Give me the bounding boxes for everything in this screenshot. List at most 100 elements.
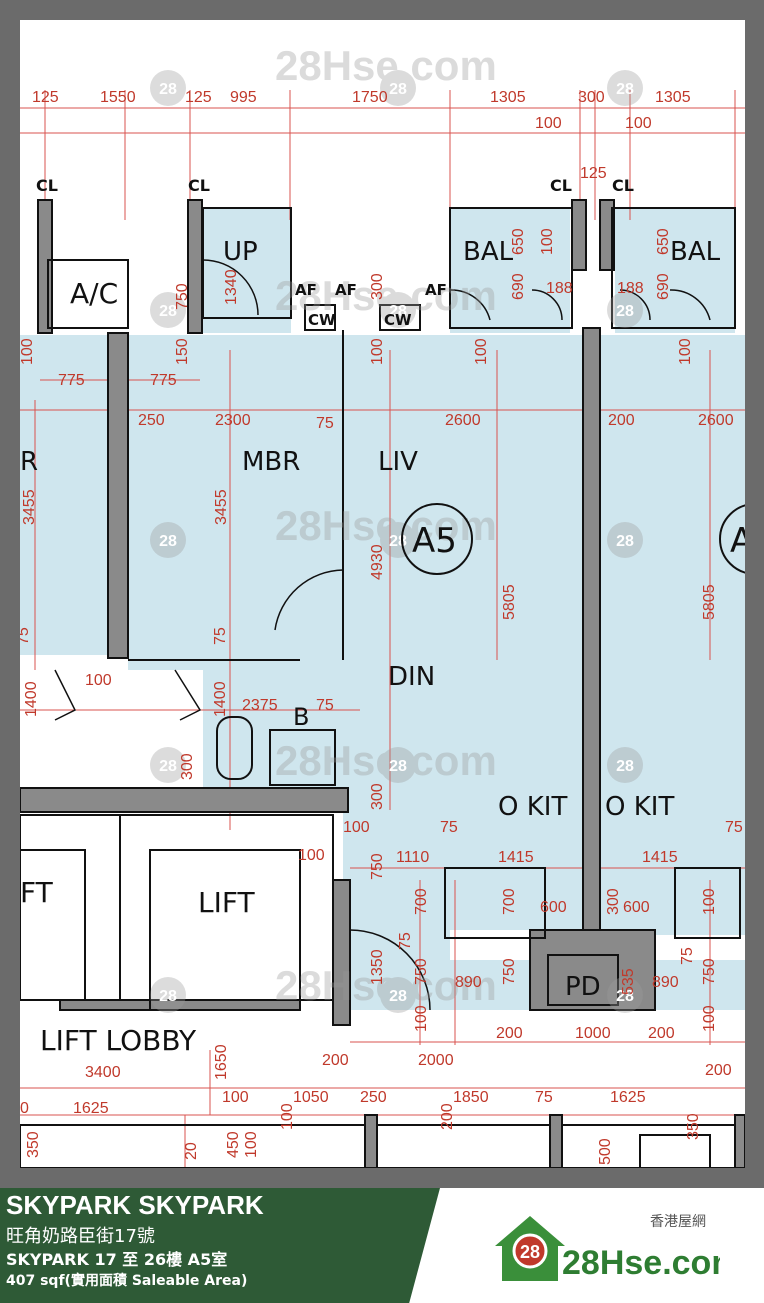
dim-label: 1415 <box>642 849 678 866</box>
watermark-badge: 28 <box>159 533 177 550</box>
dim-label: 750 <box>413 958 430 985</box>
dim-label: 600 <box>540 899 567 916</box>
dim-label: 100 <box>625 115 652 132</box>
unit-description: SKYPARK 17 至 26樓 A5室 <box>6 1250 228 1269</box>
unit-area: 407 sqf(實用面積 Saleable Area) <box>6 1273 248 1289</box>
dim-label: 100 <box>701 1005 718 1032</box>
dim-label: 75 <box>212 627 229 645</box>
dim-label: 350 <box>685 1113 702 1140</box>
dim-label: 100 <box>343 819 370 836</box>
dim-label: 690 <box>655 273 672 300</box>
walls <box>20 199 745 1168</box>
room-label-partial: R <box>20 447 38 477</box>
dim-label: 100 <box>413 1005 430 1032</box>
watermark-text: 28Hse.com <box>275 272 497 319</box>
dim-label: 100 <box>279 1103 296 1130</box>
floor-plan: 28Hse.com 28Hse.com 28Hse.com 28Hse.com … <box>20 20 745 1168</box>
door-swings <box>54 259 711 1011</box>
dim-label: 75 <box>725 819 743 836</box>
dim-label: 775 <box>58 372 85 389</box>
floor-plan-drawing: 28Hse.com 28Hse.com 28Hse.com 28Hse.com … <box>20 42 745 1168</box>
dim-label: 100 <box>85 672 112 689</box>
dim-label: 100 <box>535 115 562 132</box>
brand-logo-graphic: 28 28Hse.com 香港屋網 <box>495 1214 742 1282</box>
dim-label: 700 <box>413 888 430 915</box>
brand-badge: 28 <box>520 1242 540 1262</box>
dim-label: 75 <box>316 697 334 714</box>
dim-label: 4930 <box>369 544 386 580</box>
room-label-lift-2: FT <box>20 876 54 909</box>
dim-label: 650 <box>655 228 672 255</box>
dim-label: 1550 <box>100 89 136 106</box>
dim-label: 775 <box>150 372 177 389</box>
watermark-badge: 28 <box>389 758 407 775</box>
dim-label: 75 <box>679 947 696 965</box>
dim-label: 750 <box>701 958 718 985</box>
room-labels: MBR LIV DIN B O KIT O KIT LIFT FT LIFT L… <box>20 176 745 1057</box>
room-label-cl-4: CL <box>612 176 634 195</box>
dim-label: 350 <box>25 1131 42 1158</box>
room-label-bal-2: BAL <box>670 237 721 267</box>
watermark-badge: 28 <box>159 303 177 320</box>
dim-label: 100 <box>20 338 36 365</box>
room-label-din: DIN <box>388 662 435 692</box>
brand-chinese-name: 香港屋網 <box>650 1214 706 1230</box>
dim-label: 200 <box>648 1025 675 1042</box>
estate-name: SKYPARK SKYPARK <box>6 1190 264 1220</box>
room-label-ac: A/C <box>70 277 118 310</box>
watermark-badge: 28 <box>389 81 407 98</box>
brand-logo[interactable]: 28 28Hse.com 香港屋網 <box>490 1206 742 1286</box>
dim-label: 100 <box>677 338 694 365</box>
dim-label: 125 <box>32 89 59 106</box>
dim-label: 700 <box>501 888 518 915</box>
watermark-text: 28Hse.com <box>275 42 497 89</box>
dim-label: 2375 <box>242 697 278 714</box>
dim-label: 300 <box>369 273 386 300</box>
dim-label: 750 <box>501 958 518 985</box>
watermark-badge: 28 <box>159 988 177 1005</box>
dim-label: 0 <box>20 1100 29 1117</box>
room-label-cw-2: CW <box>384 311 412 329</box>
dimension-labels: 125 1550 125 995 1750 1305 300 1305 100 … <box>20 89 743 1117</box>
dim-label: 188 <box>546 280 573 297</box>
dim-label: 200 <box>705 1062 732 1079</box>
room-label-af-3: AF <box>425 281 447 299</box>
dim-label: 1625 <box>73 1100 109 1117</box>
badge-circle-icon <box>512 1233 548 1269</box>
room-label-pd: PD <box>565 972 601 1002</box>
room-label-lift-1: LIFT <box>198 886 255 919</box>
dim-label: 995 <box>230 89 257 106</box>
dim-label: 750 <box>174 283 191 310</box>
room-label-af-2: AF <box>335 281 357 299</box>
unit-circle-next <box>719 504 745 574</box>
room-label-lift-lobby: LIFT LOBBY <box>40 1024 197 1057</box>
dim-label: 1305 <box>490 89 526 106</box>
dim-label: 300 <box>578 89 605 106</box>
room-label-kit-left: O KIT <box>498 792 567 822</box>
watermark-text: 28Hse.com <box>275 502 497 549</box>
dim-label: 100 <box>539 228 556 255</box>
watermark-badge: 28 <box>616 81 634 98</box>
watermarks: 28Hse.com 28Hse.com 28Hse.com 28Hse.com … <box>150 42 643 1013</box>
room-fills <box>20 208 745 1010</box>
dim-label: 1750 <box>352 89 388 106</box>
dim-label: 1000 <box>575 1025 611 1042</box>
dim-label: 600 <box>623 899 650 916</box>
dim-label: 1415 <box>498 849 534 866</box>
watermark-badge: 28 <box>616 988 634 1005</box>
dim-label: 250 <box>138 412 165 429</box>
dim-label: 535 <box>620 968 637 995</box>
room-label-up: UP <box>223 237 258 267</box>
room-label-cl-1: CL <box>36 176 58 195</box>
dim-label: 1305 <box>655 89 691 106</box>
dim-label: 750 <box>369 853 386 880</box>
watermark-badge: 28 <box>389 988 407 1005</box>
dim-label: 20 <box>183 1142 200 1160</box>
dim-label: 100 <box>243 1131 260 1158</box>
watermark-text: 28Hse.com <box>275 962 497 1009</box>
dim-label: 300 <box>369 783 386 810</box>
dim-label: 3400 <box>85 1064 121 1081</box>
dim-label: 5805 <box>501 584 518 620</box>
watermark-badge: 28 <box>616 758 634 775</box>
dim-label: 500 <box>597 1138 614 1165</box>
